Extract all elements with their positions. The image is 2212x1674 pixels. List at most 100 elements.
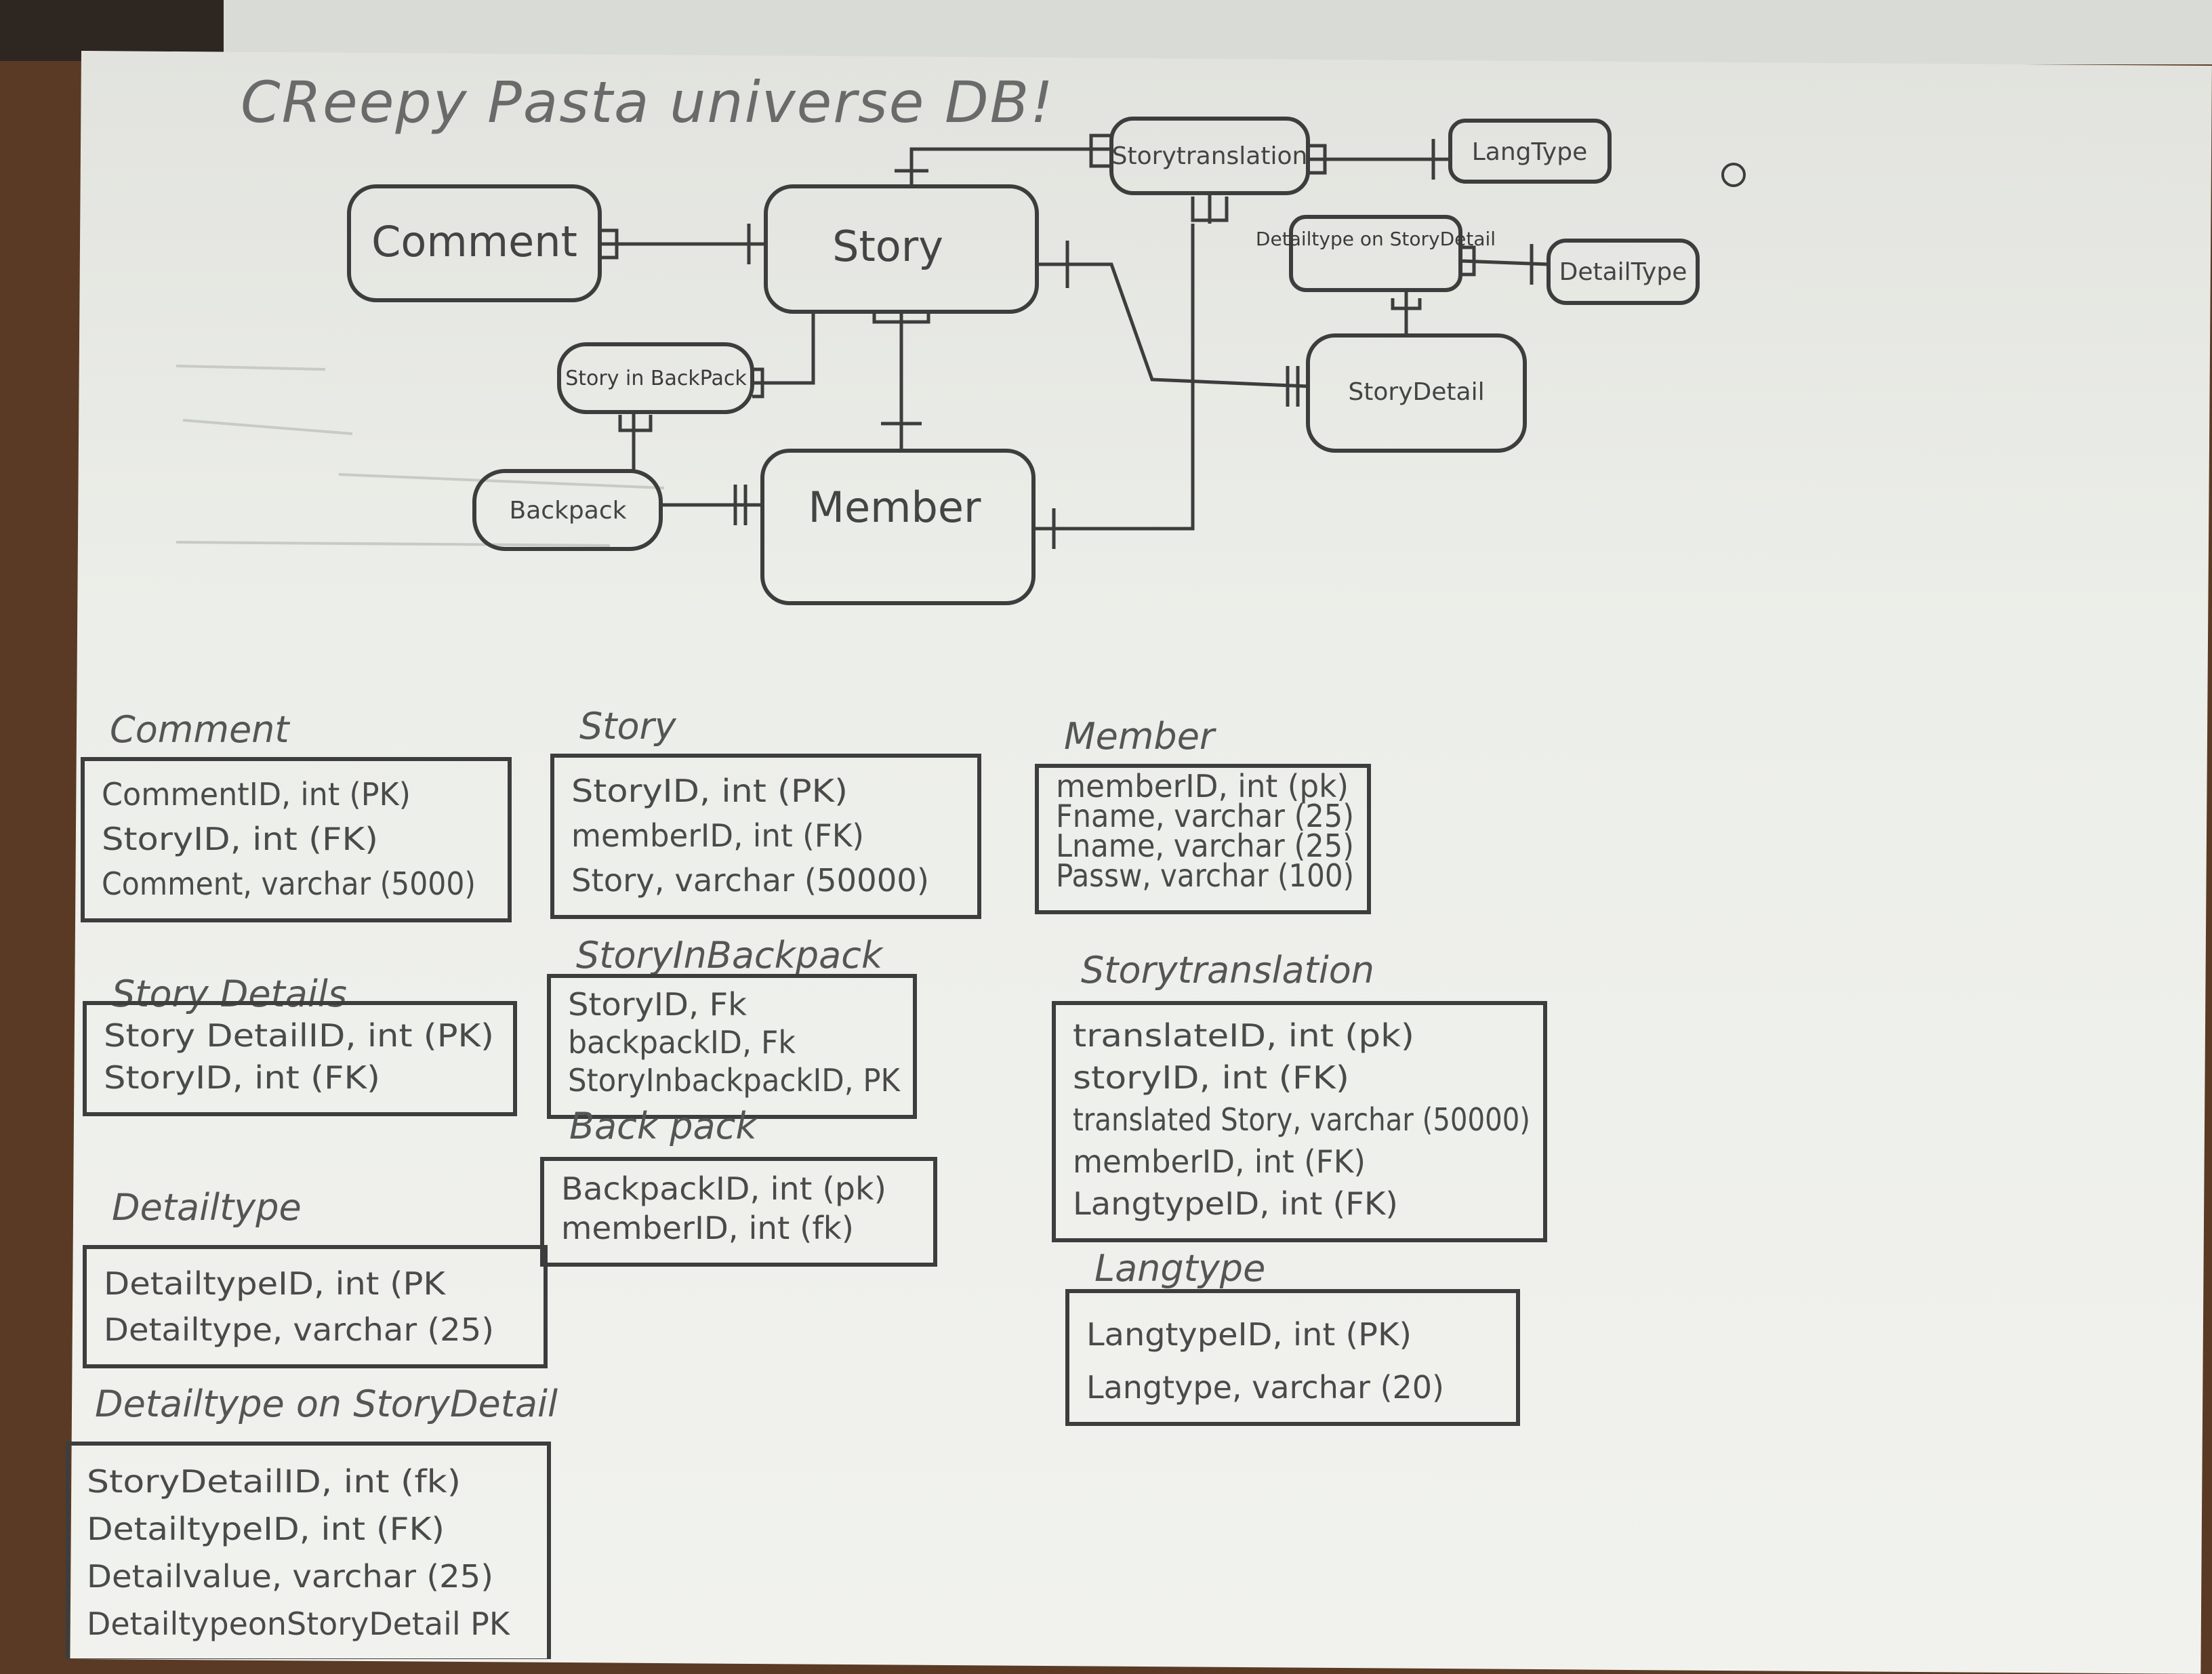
- rel-storydetail-detailtypeon: [1391, 290, 1422, 335]
- rel-story-member: [872, 312, 930, 451]
- table-field: Detailvalue, varchar (25): [87, 1558, 493, 1595]
- entity-storyinbackpack: Story in BackPack: [557, 342, 754, 414]
- table-field: Lname, varchar (25): [1056, 828, 1354, 864]
- table-member: Member memberID, int (pk)Fname, varchar (…: [1035, 715, 1371, 914]
- entity-detailtype-label: DetailType: [1559, 258, 1687, 286]
- rel-story-storyinbackpack: [752, 312, 815, 399]
- table-title: Back pack: [569, 1105, 758, 1147]
- rel-storyinbackpack-backpack: [618, 412, 653, 471]
- erased-marks: [176, 365, 665, 547]
- entity-storyinbackpack-box: [557, 342, 754, 414]
- entity-backpack: Backpack: [472, 469, 663, 551]
- rel-story-storydetail: [1037, 241, 1309, 407]
- table-field: memberID, int (FK): [571, 817, 864, 854]
- entity-member-label: Member: [808, 483, 981, 532]
- rel-comment-story: [600, 224, 766, 264]
- diagram-title: CReepy Pasta universe DB!: [241, 69, 1054, 136]
- table-title: Detailtype on StoryDetail: [95, 1383, 558, 1425]
- entity-langtype-box: [1448, 119, 1612, 184]
- entity-detailtype-on-storydetail: Detailtype on StoryDetail: [1256, 215, 1496, 292]
- table-field: StoryDetailID, int (fk): [87, 1463, 461, 1500]
- entity-storydetail-box: [1306, 333, 1527, 453]
- entity-storydetail: StoryDetail: [1306, 333, 1527, 453]
- entity-story: Story: [764, 184, 1039, 314]
- rel-storytranslation-member: [1033, 193, 1229, 549]
- table-field: StoryID, Fk: [568, 986, 747, 1023]
- table-box: [66, 1442, 551, 1659]
- table-field: Detailtype, varchar (25): [104, 1311, 494, 1348]
- table-title: Story: [579, 705, 677, 748]
- table-field: translated Story, varchar (50000): [1073, 1101, 1530, 1138]
- entity-storyinbackpack-label: Story in BackPack: [565, 367, 747, 390]
- table-field: LangtypeID, int (FK): [1073, 1185, 1398, 1222]
- table-box: [540, 1157, 937, 1267]
- rel-story-storytranslation: [895, 134, 1111, 186]
- table-field: Story, varchar (50000): [571, 862, 929, 899]
- relationship-lines: [600, 134, 1549, 549]
- table-title: Detailtype: [112, 1186, 302, 1229]
- table-box: [1065, 1289, 1520, 1426]
- table-field: DetailtypeonStoryDetail PK: [87, 1606, 511, 1642]
- table-title: Comment: [110, 708, 290, 751]
- table-field: Langtype, varchar (20): [1086, 1369, 1444, 1406]
- table-field: Comment, varchar (5000): [102, 865, 476, 902]
- entity-storytranslation: Storytranslation: [1109, 117, 1310, 195]
- entity-comment: Comment: [347, 184, 602, 302]
- entity-member: Member: [760, 449, 1036, 605]
- entity-storydetail-label: StoryDetail: [1348, 378, 1484, 406]
- table-title: Member: [1064, 715, 1216, 758]
- table-box: [83, 1001, 517, 1116]
- entity-comment-label: Comment: [371, 217, 577, 266]
- table-field: Fname, varchar (25): [1056, 798, 1354, 834]
- table-field: StoryInbackpackID, PK: [568, 1062, 901, 1099]
- entity-backpack-label: Backpack: [510, 497, 627, 525]
- rel-storytranslation-langtype: [1308, 139, 1450, 180]
- rel-backpack-member: [661, 485, 762, 525]
- table-title: Langtype: [1094, 1247, 1265, 1290]
- table-field: BackpackID, int (pk): [561, 1170, 886, 1207]
- rel-detailtypeon-detailtype: [1460, 244, 1549, 285]
- table-box: [81, 757, 512, 922]
- table-field: CommentID, int (PK): [102, 776, 411, 813]
- table-field: memberID, int (pk): [1056, 768, 1349, 804]
- table-box: [550, 754, 981, 919]
- table-title: Story Details: [112, 973, 347, 1015]
- table-field: DetailtypeID, int (PK: [104, 1265, 447, 1302]
- table-field: DetailtypeID, int (FK): [87, 1511, 445, 1547]
- table-field: LangtypeID, int (PK): [1086, 1316, 1412, 1353]
- table-field: StoryID, int (PK): [571, 773, 848, 809]
- entity-story-label: Story: [832, 222, 943, 271]
- table-field: Story DetailID, int (PK): [104, 1017, 494, 1054]
- table-field: memberID, int (FK): [1073, 1143, 1366, 1180]
- table-title: Storytranslation: [1081, 949, 1374, 992]
- table-box: [1052, 1001, 1547, 1242]
- entity-langtype-label: LangType: [1472, 138, 1587, 166]
- entity-detailtype-box: [1547, 239, 1700, 305]
- table-field: StoryID, int (FK): [104, 1059, 380, 1096]
- entity-langtype: LangType: [1448, 119, 1612, 184]
- entity-detailtype-on-storydetail-label: Detailtype on StoryDetail: [1256, 228, 1496, 250]
- table-box: [1035, 764, 1371, 914]
- entity-detailtype-on-storydetail-box: [1289, 215, 1462, 292]
- table-field: StoryID, int (FK): [102, 821, 378, 857]
- table-box: [83, 1245, 548, 1368]
- table-field: Passw, varchar (100): [1056, 857, 1354, 894]
- entity-detailtype: DetailType: [1547, 239, 1700, 305]
- table-detailtype-on-storydetail: Detailtype on StoryDetailStoryDetailID, …: [66, 1383, 558, 1659]
- table-field: memberID, int (fk): [561, 1210, 854, 1246]
- table-field: backpackID, Fk: [568, 1024, 796, 1061]
- table-box: [547, 974, 917, 1119]
- entity-storytranslation-label: Storytranslation: [1112, 142, 1308, 170]
- circle-mark: [1721, 163, 1746, 187]
- table-field: storyID, int (FK): [1073, 1059, 1349, 1096]
